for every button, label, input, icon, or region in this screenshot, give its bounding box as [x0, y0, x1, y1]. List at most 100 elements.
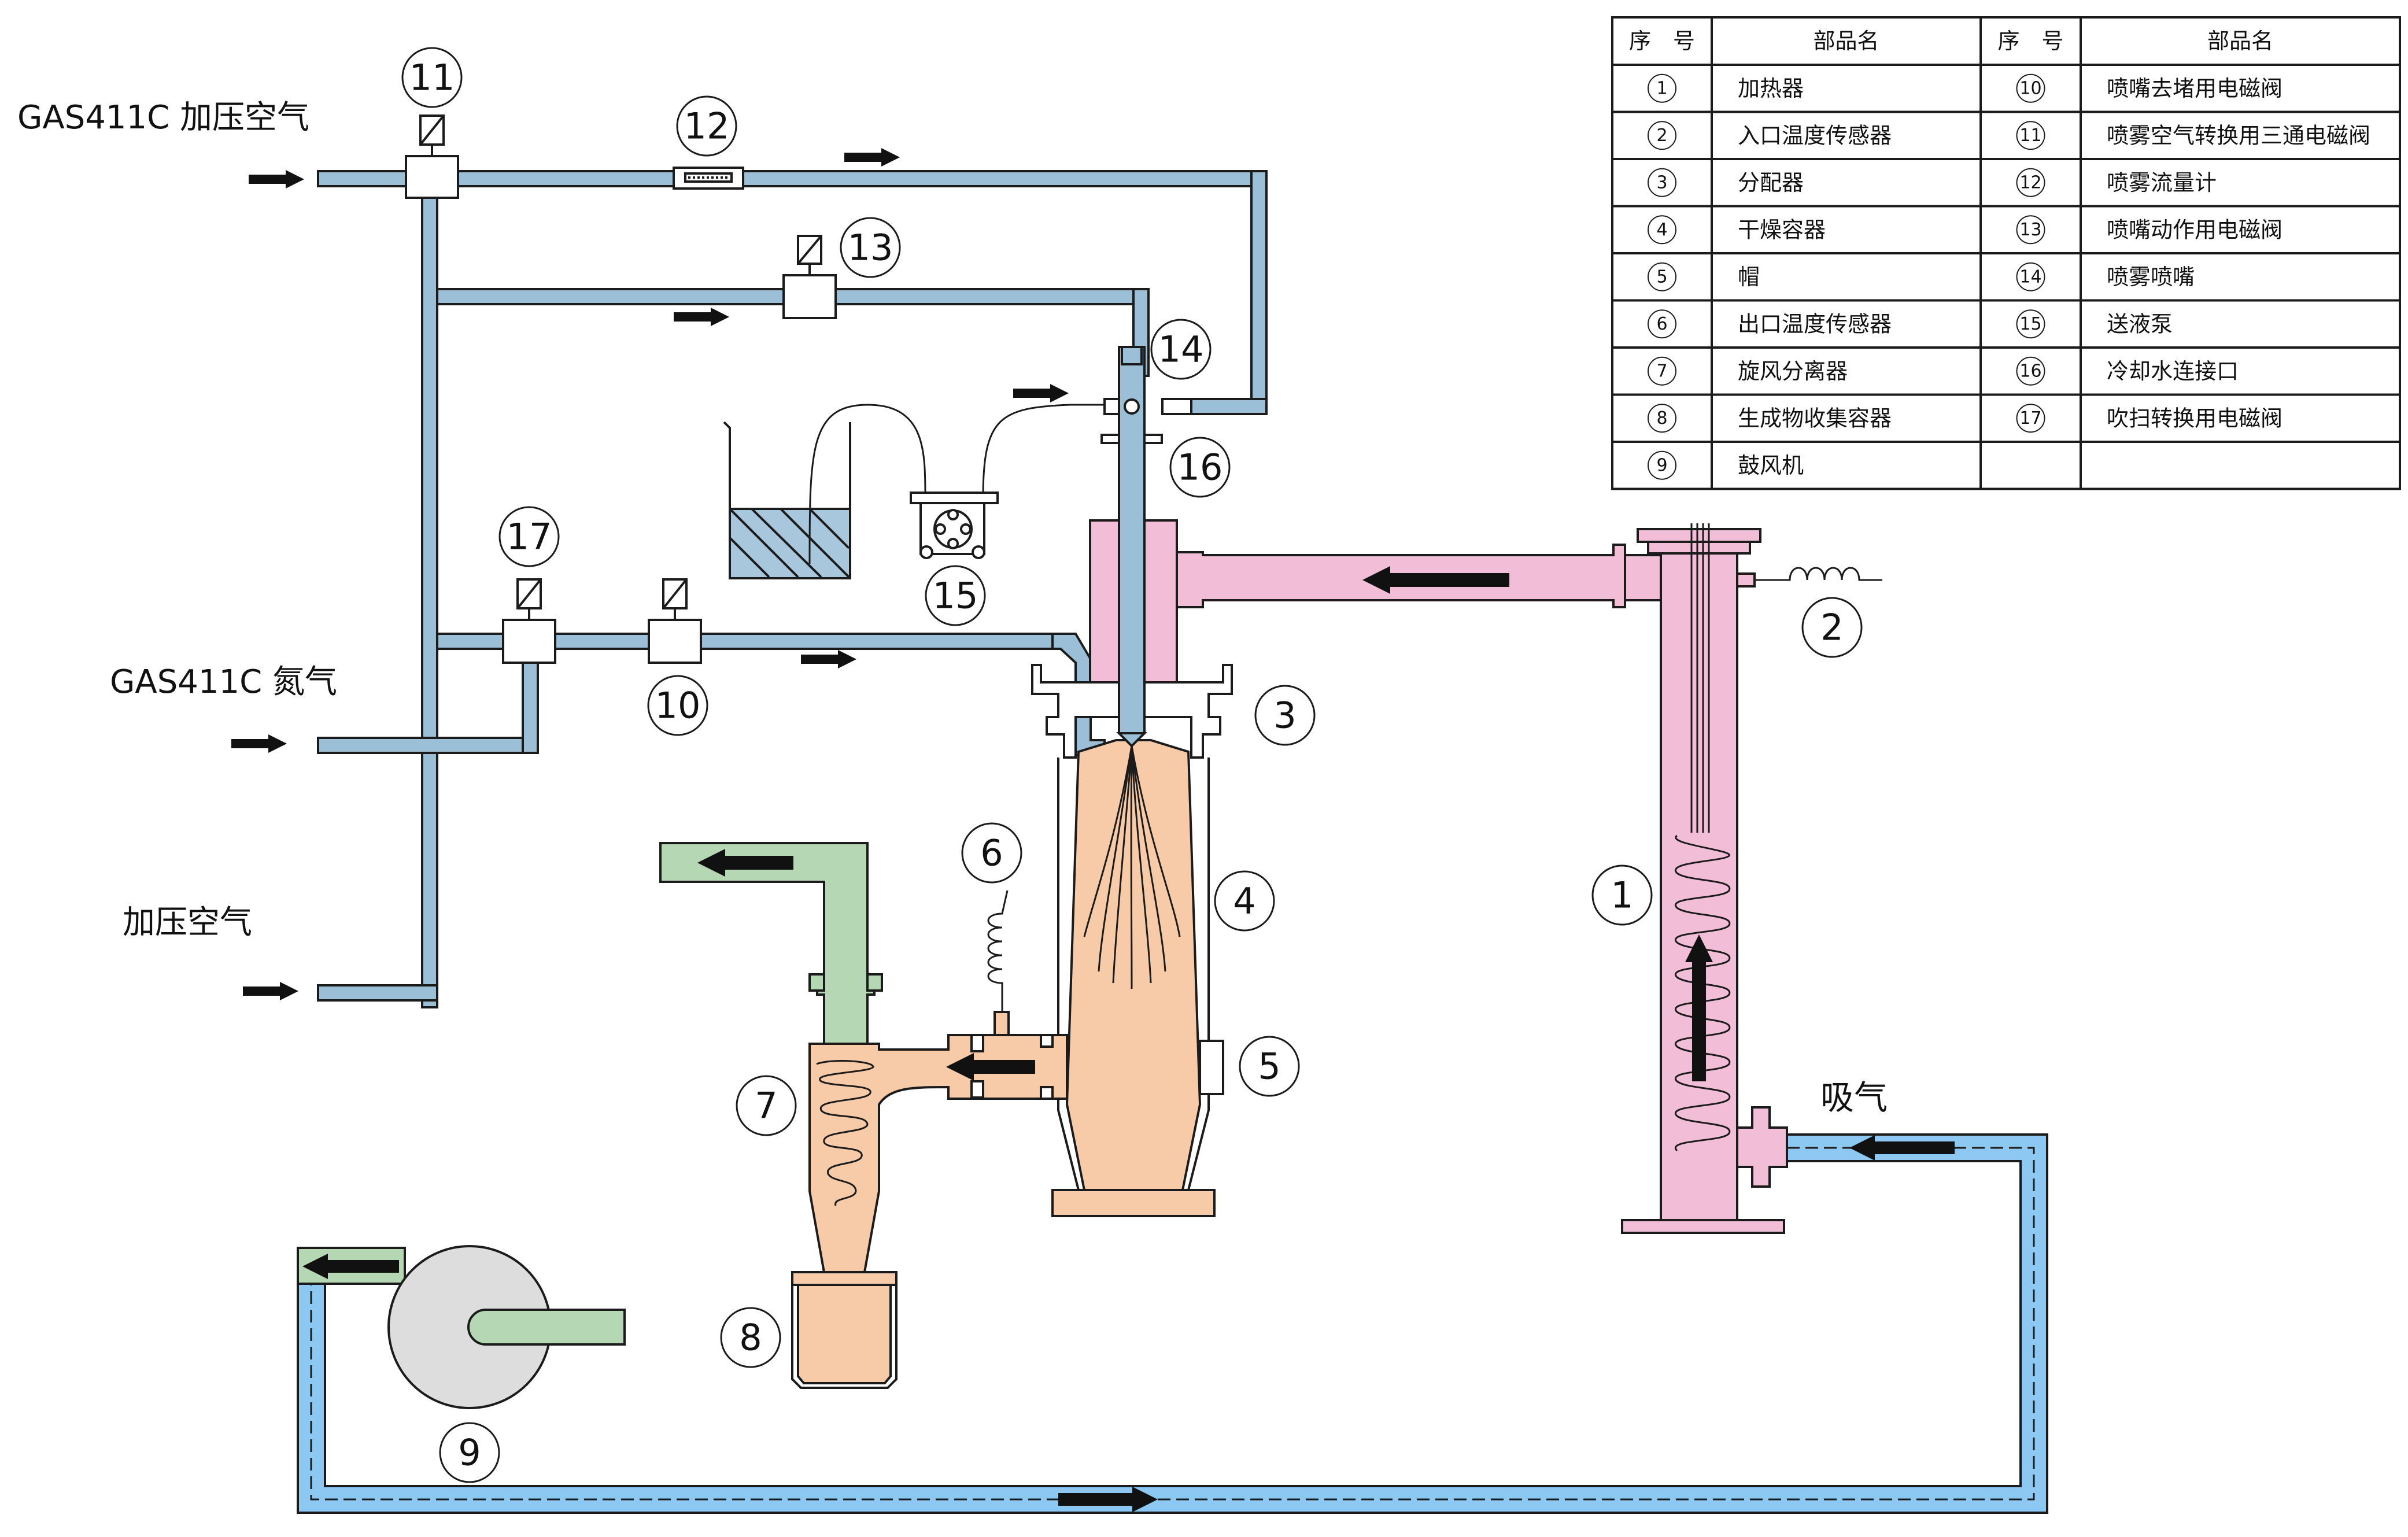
table-part-name: 加热器: [1738, 76, 1804, 101]
table-number-ring: [1648, 450, 1676, 480]
table-part-name: 冷却水连接口: [2107, 359, 2239, 384]
table-part-name: 送液泵: [2107, 311, 2173, 337]
marker-8: [720, 1307, 781, 1368]
table-part-name: 帽: [1738, 264, 1760, 290]
collector-cap: [791, 1271, 898, 1286]
marker-14: [1150, 319, 1212, 380]
sensor-2-coil: [1755, 567, 1882, 581]
table-number: 12: [2019, 172, 2041, 193]
table-number: 16: [2019, 361, 2041, 381]
valve-17[interactable]: [502, 619, 556, 664]
flow-arrows: [231, 148, 1069, 1000]
marker-1-text: 1: [1611, 874, 1633, 917]
drying-chamber-4[interactable]: [1065, 739, 1202, 1191]
cyclone-spiral: [816, 1060, 874, 1206]
marker-15-text: 15: [933, 575, 978, 617]
table-number-ring: [1648, 121, 1676, 150]
chamber-base: [1051, 1189, 1216, 1217]
exhaust-duct: [659, 842, 876, 1045]
marker-8-text: 8: [739, 1317, 762, 1359]
marker-9: [439, 1422, 500, 1483]
table-part-name: 分配器: [1738, 170, 1804, 195]
suction-inlet: [1736, 1106, 1788, 1188]
table-number-ring: [1648, 309, 1676, 339]
pump-out-tube: [982, 404, 1105, 498]
table-part-name: 喷雾空气转换用三通电磁阀: [2107, 123, 2370, 148]
table-number-ring: [2016, 215, 2045, 245]
marker-2-text: 2: [1820, 607, 1843, 649]
cap-5[interactable]: [1199, 1040, 1224, 1095]
blower-9[interactable]: [297, 1245, 626, 1409]
table-number-ring: [1648, 215, 1676, 245]
valve-11[interactable]: [405, 155, 459, 199]
valve-10[interactable]: [648, 619, 702, 664]
table-number: 11: [2019, 125, 2041, 146]
marker-12-text: 12: [684, 105, 730, 147]
table-part-name: 喷嘴动作用电磁阀: [2107, 217, 2283, 242]
marker-3-text: 3: [1273, 694, 1296, 737]
table-number: 17: [2019, 408, 2041, 428]
marker-4-text: 4: [1233, 880, 1255, 922]
table-number-ring: [2016, 121, 2045, 150]
blower-inlet: [467, 1309, 626, 1346]
table-part-name: 吹扫转换用电磁阀: [2107, 405, 2283, 431]
table-number: 15: [2019, 314, 2041, 334]
marker-17-text: 17: [507, 516, 552, 558]
table-header: 序 号: [1629, 28, 1695, 54]
table-number-ring: [1648, 356, 1676, 386]
marker-16: [1169, 437, 1231, 498]
table-number: 8: [1656, 408, 1667, 428]
table-header: 序 号: [1997, 28, 2063, 54]
inlet-label-gas-n2: GAS411C 氮气: [110, 663, 337, 701]
table-number-ring: [1648, 262, 1676, 291]
marker-11-text: 11: [409, 57, 455, 99]
bottom-air-pipe: [317, 984, 438, 1002]
marker-9-text: 9: [458, 1432, 481, 1474]
table-number-ring: [2016, 168, 2045, 197]
table-part-name: 喷嘴去堵用电磁阀: [2107, 76, 2283, 101]
marker-14-text: 14: [1158, 328, 1204, 371]
inlet-label-gas-air: GAS411C 加压空气: [17, 99, 309, 136]
n2-riser-pipe: [522, 648, 539, 754]
table-number: 13: [2019, 220, 2041, 240]
marker-5-text: 5: [1258, 1045, 1280, 1088]
heater-coil: [1674, 834, 1731, 1152]
marker-17: [498, 506, 560, 567]
marker-7-text: 7: [755, 1085, 777, 1127]
cyclone-group: [659, 842, 1068, 1389]
marker-1: [1591, 864, 1653, 926]
table-part-name: 喷雾流量计: [2107, 170, 2217, 195]
heater-column[interactable]: [1660, 552, 1738, 1231]
collector-8[interactable]: [797, 1284, 892, 1384]
suction-label: 吸气: [1820, 1078, 1888, 1117]
marker-6-text: 6: [980, 832, 1003, 874]
table-part-name: 生成物收集容器: [1738, 405, 1892, 431]
liquid-feed: [723, 404, 1105, 579]
table-number: 6: [1656, 314, 1667, 334]
valve-13[interactable]: [782, 274, 837, 319]
table-part-name: 喷雾喷嘴: [2107, 264, 2195, 290]
component-markers: [401, 47, 1863, 1483]
n2-pipe: [317, 737, 539, 754]
table-part-name: 鼓风机: [1738, 453, 1804, 478]
table-number: 14: [2019, 267, 2041, 287]
marker-12: [676, 95, 737, 157]
table-number-ring: [1648, 168, 1676, 197]
table-part-name: 旋风分离器: [1738, 359, 1848, 384]
component-numbers: 1 2 3 4 5 6 7 8 9 10 11 12 13 14 15 16 1…: [409, 57, 1844, 1474]
marker-4: [1214, 870, 1275, 932]
inlet-label-air: 加压空气: [123, 904, 252, 941]
marker-15: [925, 565, 986, 626]
marker-3: [1254, 685, 1316, 746]
table-header: 部品名: [2207, 28, 2273, 54]
heater-assembly: [1173, 528, 1788, 1234]
table-number: 7: [1656, 361, 1667, 381]
marker-11: [401, 47, 463, 108]
top-air-pipe: [317, 170, 1268, 187]
sensor-2-stub: [1736, 572, 1756, 588]
drying-chamber-group: [1031, 346, 1233, 1217]
marker-6: [961, 822, 1022, 884]
nozzle-feed-pipe: [1190, 398, 1268, 415]
